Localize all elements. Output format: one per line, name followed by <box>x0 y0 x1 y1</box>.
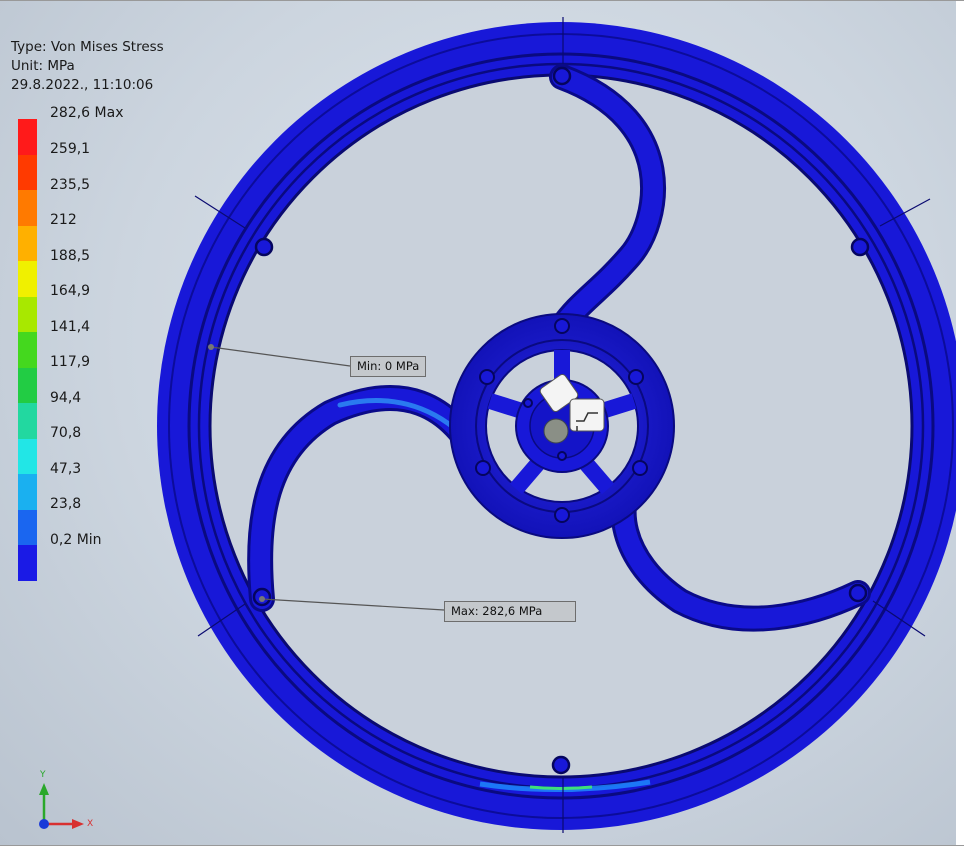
legend-swatch <box>18 119 37 155</box>
legend-value: 235,5 <box>50 176 91 193</box>
max-probe-point <box>259 596 265 602</box>
legend-value: 188,5 <box>50 247 91 264</box>
legend-value: 259,1 <box>50 141 91 157</box>
legend-swatch <box>18 509 37 546</box>
legend-swatch <box>18 154 37 191</box>
result-type: Type: Von Mises Stress <box>11 39 164 55</box>
axis-triad[interactable] <box>39 783 84 829</box>
min-probe-point <box>208 344 214 350</box>
legend-swatch <box>18 438 37 475</box>
probe-leaders <box>210 346 445 611</box>
result-timestamp: 29.8.2022., 11:10:06 <box>11 77 154 93</box>
max-probe-label[interactable]: Max: 282,6 MPa <box>444 601 576 622</box>
legend-value: 164,9 <box>50 283 91 299</box>
legend-swatch <box>18 261 37 297</box>
legend-value: 141,4 <box>50 318 91 335</box>
legend-swatch <box>18 332 37 368</box>
min-probe-label[interactable]: Min: 0 MPa <box>350 356 427 377</box>
fixed-constraint-icon[interactable] <box>539 373 605 432</box>
legend-value: 212 <box>50 212 77 228</box>
triad-x-label: X <box>87 819 94 829</box>
legend-swatch <box>18 190 37 226</box>
legend-value: 23,8 <box>50 496 82 512</box>
legend-value: 0,2 Min <box>50 531 102 548</box>
frame-edge <box>956 1 964 845</box>
legend-swatch <box>18 296 37 333</box>
result-unit: Unit: MPa <box>11 58 75 74</box>
legend-swatch <box>18 225 37 262</box>
legend-value: 94,4 <box>50 389 82 406</box>
triad-y-label: Y <box>40 770 46 780</box>
legend-swatch <box>18 474 37 510</box>
legend-swatch <box>18 367 37 404</box>
legend-value: 70,8 <box>50 425 82 441</box>
legend-swatch <box>18 403 37 439</box>
legend-value: 282,6 Max <box>50 105 124 121</box>
hub <box>449 313 675 539</box>
legend-swatch <box>18 545 37 581</box>
legend-value: 47,3 <box>50 460 82 477</box>
legend-value: 117,9 <box>50 354 91 370</box>
